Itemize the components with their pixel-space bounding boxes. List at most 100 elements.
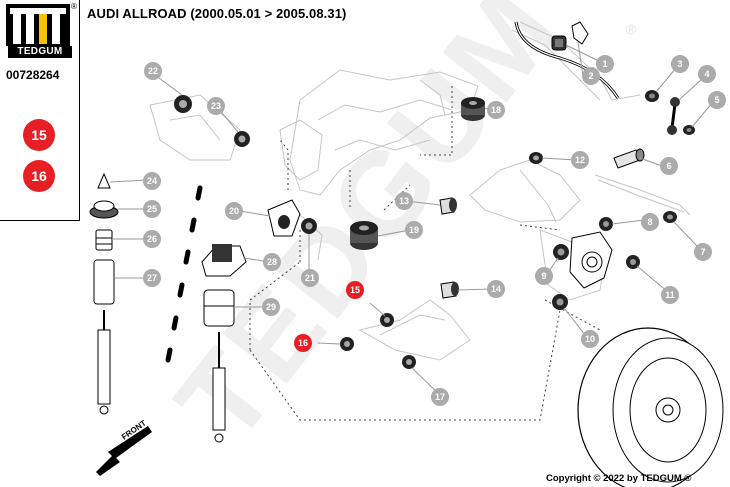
callout-16[interactable]: 16 bbox=[294, 334, 312, 352]
callout-11[interactable]: 11 bbox=[661, 286, 679, 304]
callout-15-label: 15 bbox=[350, 285, 360, 295]
bush-9 bbox=[553, 244, 569, 260]
callout-13[interactable]: 13 bbox=[395, 192, 413, 210]
travel-dashes bbox=[165, 185, 203, 363]
rear-shock-left bbox=[97, 310, 111, 415]
stabilizer-clamp-2 bbox=[571, 21, 589, 45]
callout-17-label: 17 bbox=[435, 392, 445, 402]
callout-23[interactable]: 23 bbox=[207, 97, 225, 115]
diff-mount-23 bbox=[234, 131, 250, 147]
callout-1-label: 1 bbox=[602, 59, 607, 69]
info-panel: ® TEDGUM 00728264 15 16 bbox=[0, 0, 80, 221]
highlight-badge-15[interactable]: 15 bbox=[23, 119, 55, 151]
callout-7[interactable]: 7 bbox=[694, 243, 712, 261]
air-spring-mount-28 bbox=[201, 244, 247, 277]
callout-29-label: 29 bbox=[266, 302, 276, 312]
callout-11-label: 11 bbox=[665, 290, 675, 300]
callout-29[interactable]: 29 bbox=[262, 298, 280, 316]
bush-13 bbox=[439, 197, 457, 215]
callout-12-label: 12 bbox=[575, 155, 585, 165]
callout-6[interactable]: 6 bbox=[660, 157, 678, 175]
callout-4-label: 4 bbox=[704, 69, 709, 79]
callout-27[interactable]: 27 bbox=[143, 269, 161, 287]
callout-21-label: 21 bbox=[305, 273, 315, 283]
rear-shock-right bbox=[212, 332, 226, 443]
callout-4[interactable]: 4 bbox=[698, 65, 716, 83]
callout-21[interactable]: 21 bbox=[301, 269, 319, 287]
front-arrow: FRONT bbox=[96, 418, 152, 476]
callout-5[interactable]: 5 bbox=[708, 91, 726, 109]
bush-15 bbox=[380, 313, 394, 327]
subframe-outline bbox=[149, 21, 691, 361]
bush-16 bbox=[340, 337, 354, 351]
dust-boot-27 bbox=[93, 259, 115, 305]
bump-cap-24 bbox=[97, 172, 111, 189]
callout-14-label: 14 bbox=[491, 284, 501, 294]
bush-10 bbox=[552, 294, 568, 310]
callout-3[interactable]: 3 bbox=[671, 55, 689, 73]
callout-1[interactable]: 1 bbox=[596, 55, 614, 73]
callout-9-label: 9 bbox=[541, 271, 546, 281]
callout-26-label: 26 bbox=[147, 234, 157, 244]
callout-20-label: 20 bbox=[229, 206, 239, 216]
stabilizer-bar bbox=[514, 21, 620, 99]
diff-mount-22 bbox=[174, 95, 192, 113]
link-bush-5 bbox=[683, 125, 695, 135]
callout-15[interactable]: 15 bbox=[346, 281, 364, 299]
part-number: 00728264 bbox=[6, 68, 60, 82]
callout-6-label: 6 bbox=[666, 161, 671, 171]
callout-18[interactable]: 18 bbox=[487, 101, 505, 119]
bush-6 bbox=[613, 148, 645, 169]
callout-10-label: 10 bbox=[585, 334, 595, 344]
callout-2[interactable]: 2 bbox=[582, 67, 600, 85]
callout-20[interactable]: 20 bbox=[225, 202, 243, 220]
callout-25[interactable]: 25 bbox=[143, 200, 161, 218]
callout-26[interactable]: 26 bbox=[143, 230, 161, 248]
air-spring-29 bbox=[203, 289, 235, 327]
callout-10[interactable]: 10 bbox=[581, 330, 599, 348]
callout-22[interactable]: 22 bbox=[144, 62, 162, 80]
callout-5-label: 5 bbox=[714, 95, 719, 105]
callout-19[interactable]: 19 bbox=[405, 221, 423, 239]
callout-17[interactable]: 17 bbox=[431, 388, 449, 406]
bump-stop-26 bbox=[95, 229, 113, 251]
drop-link-4 bbox=[667, 97, 680, 135]
wheel-hub-carrier bbox=[569, 231, 613, 289]
wheel-tire bbox=[577, 327, 724, 487]
registered-mark: ® bbox=[71, 2, 77, 11]
callout-18-label: 18 bbox=[491, 105, 501, 115]
bracket-20 bbox=[267, 199, 301, 237]
callout-19-label: 19 bbox=[409, 225, 419, 235]
callout-24-label: 24 bbox=[147, 176, 157, 186]
leader-lines bbox=[109, 41, 713, 396]
tedgum-logo bbox=[6, 4, 70, 46]
highlight-badge-16[interactable]: 16 bbox=[23, 160, 55, 192]
callout-8[interactable]: 8 bbox=[641, 213, 659, 231]
subframe-mount-18 bbox=[461, 97, 485, 121]
top-mount-25 bbox=[89, 200, 119, 219]
watermark-mark: ® bbox=[626, 21, 637, 37]
bush-21 bbox=[301, 218, 317, 234]
bush-8 bbox=[599, 217, 613, 231]
callout-24[interactable]: 24 bbox=[143, 172, 161, 190]
copyright-notice: Copyright © 2022 by TEDGUM ® bbox=[546, 473, 692, 484]
callout-3-label: 3 bbox=[677, 59, 682, 69]
bush-7 bbox=[663, 211, 677, 223]
vehicle-title: AUDI ALLROAD (2000.05.01 > 2005.08.31) bbox=[87, 6, 347, 21]
callout-13-label: 13 bbox=[399, 196, 409, 206]
bush-11 bbox=[626, 255, 640, 269]
callout-23-label: 23 bbox=[211, 101, 221, 111]
callout-12[interactable]: 12 bbox=[571, 151, 589, 169]
callout-16-label: 16 bbox=[298, 338, 308, 348]
callout-9[interactable]: 9 bbox=[535, 267, 553, 285]
subframe-mount-19 bbox=[350, 221, 378, 250]
callout-7-label: 7 bbox=[700, 247, 705, 257]
bush-12 bbox=[529, 152, 543, 164]
callout-28[interactable]: 28 bbox=[263, 253, 281, 271]
callout-14[interactable]: 14 bbox=[487, 280, 505, 298]
stabilizer-bush-1 bbox=[551, 35, 567, 51]
callout-22-label: 22 bbox=[148, 66, 158, 76]
link-bush-3 bbox=[645, 90, 659, 102]
bush-14 bbox=[440, 281, 459, 299]
